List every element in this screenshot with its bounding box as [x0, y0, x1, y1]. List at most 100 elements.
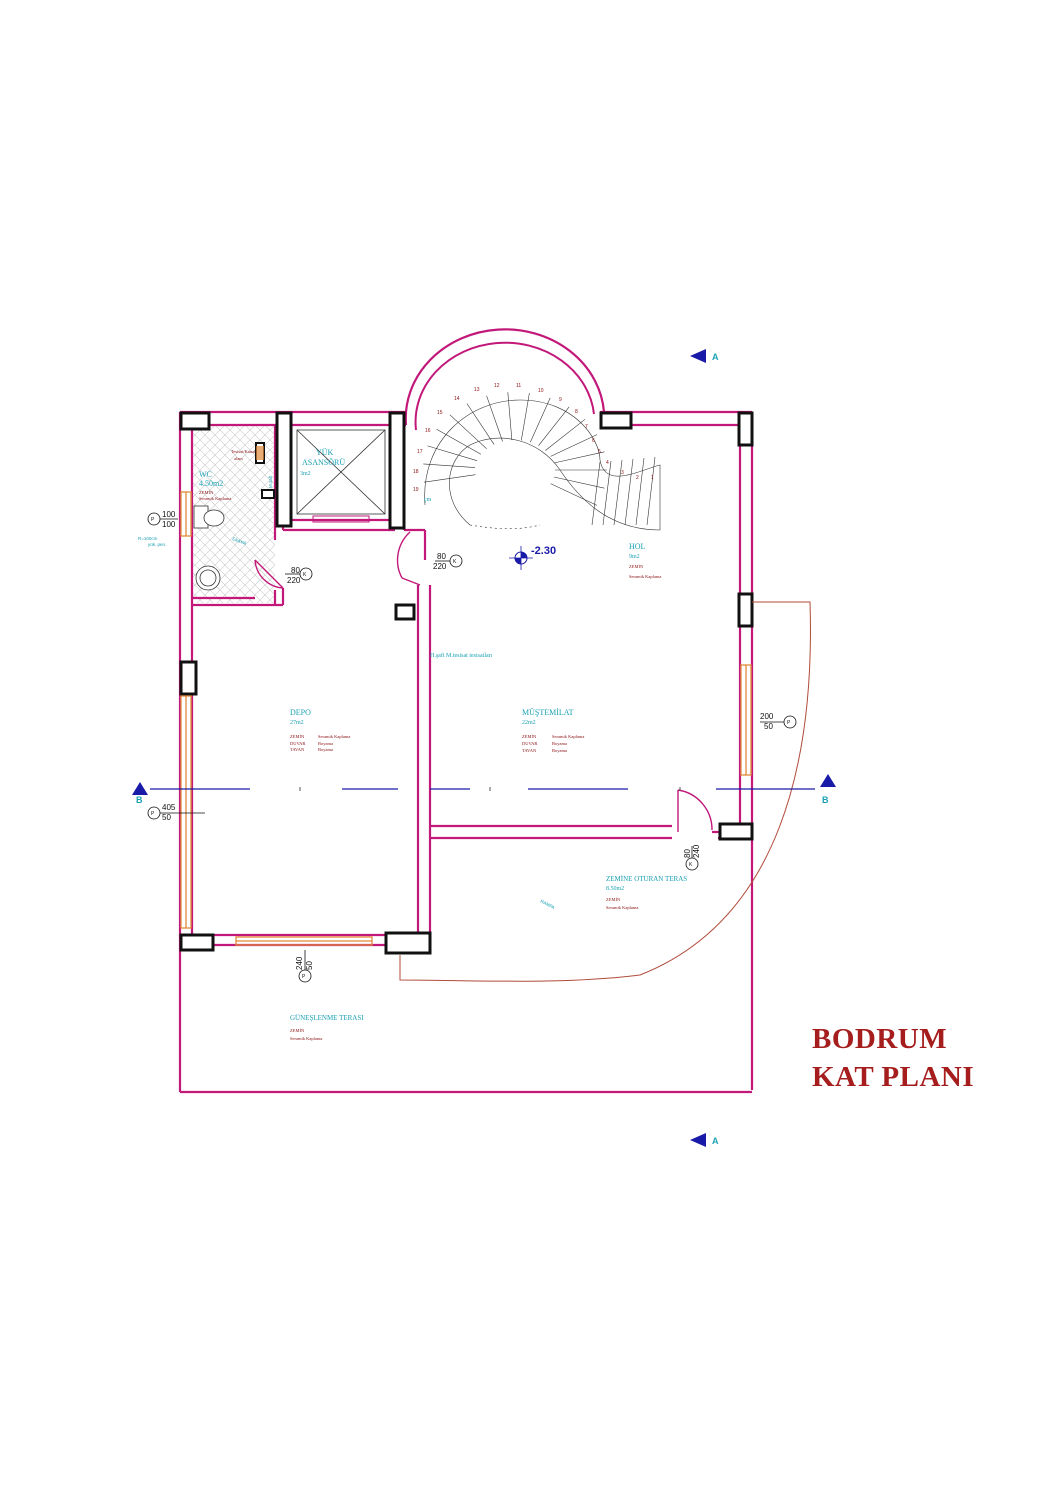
hol-area: 9m2: [629, 554, 640, 560]
level-value: -2.30: [531, 545, 556, 557]
gunes-name: GÜNEŞLENME TERASI: [290, 1014, 364, 1022]
opening-1-width: 100: [162, 510, 176, 519]
doors: [254, 531, 713, 832]
depo-name: DEPO: [290, 708, 311, 717]
stair-tread: [545, 419, 586, 451]
elevator-area: 3m2: [300, 471, 311, 477]
stair-step-6: 6: [592, 438, 595, 444]
section-label-a-top: A: [712, 352, 719, 362]
section-arrow-b-left: [132, 782, 148, 795]
elevator-name-1: YÜK: [316, 448, 334, 457]
teras-zemin-value: Seramik Kaplama: [606, 905, 638, 910]
stair-step-16: 16: [425, 428, 431, 434]
section-label-a-bottom: A: [712, 1136, 719, 1146]
stair-tread: [646, 456, 656, 526]
opening-7-width: 240: [295, 956, 304, 970]
elevator-door: [312, 515, 370, 523]
depo-tavan-value: Boyama: [318, 747, 333, 752]
section-label-b-right: B: [822, 795, 829, 805]
stair-step-numbers: 1 2 3 4 5 6 7 8 9 10 11 12 13 14 15 16 1…: [413, 383, 654, 493]
depo-tavan-label: TAVAN: [290, 747, 305, 752]
stair-step-18: 18: [413, 469, 419, 475]
depo-zemin-label: ZEMİN: [290, 734, 305, 739]
opening-type-7: P: [302, 974, 306, 980]
stair-tread: [436, 428, 482, 455]
opening-5-width: 405: [162, 803, 176, 812]
mustemilat-tavan-label: TAVAN: [522, 748, 537, 753]
stair-step-10: 10: [538, 388, 544, 394]
stair-step-8: 8: [575, 409, 578, 415]
stair-tread: [550, 434, 598, 457]
stair-step-1: 1: [651, 475, 654, 481]
stair-step-15: 15: [437, 410, 443, 416]
plan-title-line-1: BODRUM: [812, 1023, 948, 1055]
opening-4-width: 200: [760, 712, 774, 721]
opening-3-width: 80: [437, 552, 446, 561]
depo-duvar-value: Boyama: [318, 741, 333, 746]
stair-curved-wall-inner: [414, 341, 595, 431]
stair-tread: [423, 463, 476, 468]
section-arrow-b-right: [820, 774, 836, 787]
opening-tags: [147, 512, 797, 983]
stair-step-3: 3: [621, 470, 624, 476]
wc-note-1: Tesisat/Kanal: [231, 449, 256, 454]
opening-dimensions: 100 100 80 220 80 220 200 50 405 50 80 2…: [162, 510, 774, 970]
wc-note-2: alanı: [234, 456, 243, 461]
shaft-orange: [256, 446, 264, 460]
stair-tread: [466, 403, 495, 445]
mustemilat-zemin-label: ZEMİN: [522, 734, 537, 739]
stair-tread: [624, 458, 634, 526]
teras-area: 8.50m2: [606, 886, 624, 892]
elevator-car: [296, 429, 386, 515]
stair-tread: [486, 395, 503, 442]
hol-zemin-value: Seramik Kaplama: [629, 574, 661, 579]
shaft-label: M.şaft: [268, 475, 273, 488]
stair-step-7: 7: [585, 424, 588, 430]
wc-radius-note-2: yük. pen.: [148, 542, 166, 547]
opening-2-width: 80: [291, 566, 300, 575]
gunes-zemin-label: ZEMİN: [290, 1028, 305, 1033]
stair-step-2: 2: [636, 475, 639, 481]
mustemilat-duvar-label: DUVAR: [522, 741, 537, 746]
opening-type-4: P: [787, 720, 791, 726]
stair-tread: [521, 392, 530, 441]
opening-3-height: 220: [433, 562, 447, 571]
opening-type-5: P: [151, 811, 155, 817]
stair-tread: [538, 406, 570, 446]
opening-6-height: 240: [692, 844, 701, 858]
opening-type-2: K: [303, 572, 307, 578]
section-ticks: [299, 787, 681, 791]
opening-2-height: 220: [287, 576, 301, 585]
opening-1-height: 100: [162, 520, 176, 529]
hol-name: HOL: [629, 542, 646, 551]
opening-6-width: 80: [683, 849, 692, 858]
stair-step-5: 5: [598, 449, 601, 455]
tesisat-note: H.şaft M.tesisat tesisatları: [430, 652, 493, 659]
wc-radius-note: R=100cm: [138, 536, 158, 541]
stair-step-19: 19: [413, 487, 419, 493]
wc-zemin-label: ZEMİN: [199, 490, 214, 495]
section-arrow-a-top: [690, 349, 706, 363]
stair-step-12: 12: [494, 383, 500, 389]
depo-zemin-value: Seramik Kaplama: [318, 734, 350, 739]
opening-4-height: 50: [764, 722, 773, 731]
wc-ramp-note: Elektrik: [232, 536, 248, 546]
stair-tread: [553, 476, 605, 489]
mustemilat-tavan-value: Boyama: [552, 748, 567, 753]
stair-tread: [602, 460, 612, 526]
stair-step-13: 13: [474, 387, 480, 393]
stair-step-14: 14: [454, 396, 460, 402]
ramp-note: RAMPA: [540, 898, 556, 910]
spiral-stair: [423, 392, 661, 531]
mustemilat-duvar-value: Boyama: [552, 741, 567, 746]
stair-step-11: 11: [516, 383, 521, 389]
terrace-lines: [399, 601, 811, 982]
depo-area: 27m2: [290, 720, 304, 726]
opening-type-6: K: [689, 862, 693, 868]
mustemilat-zemin-value: Seramik Kaplama: [552, 734, 584, 739]
teras-zemin-label: ZEMİN: [606, 897, 621, 902]
stair-tread: [449, 414, 487, 450]
stair-tread: [507, 392, 513, 441]
stair-step-17: 17: [417, 449, 423, 455]
